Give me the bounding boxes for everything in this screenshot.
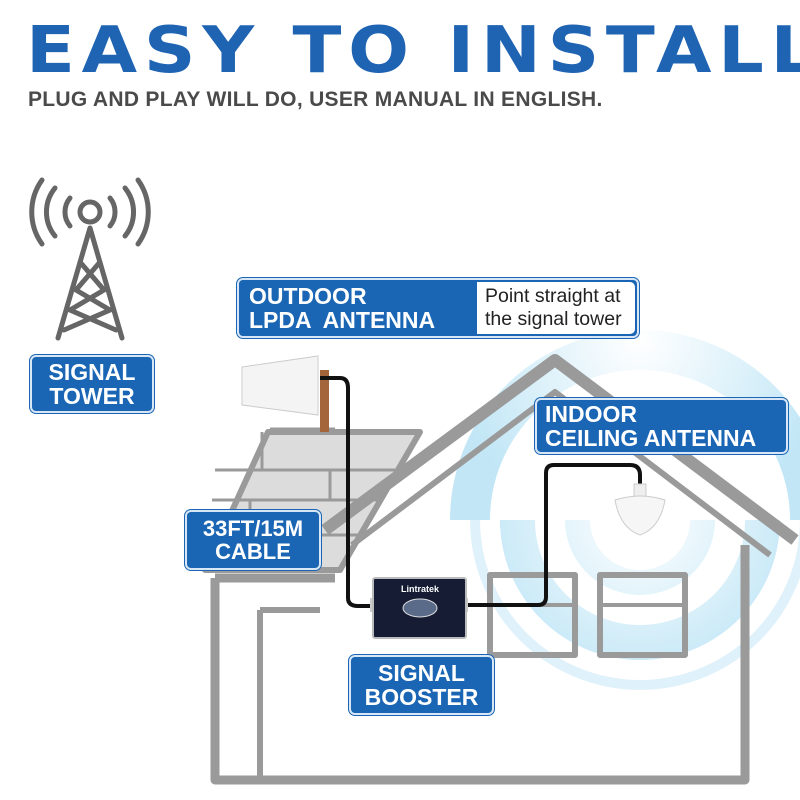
outdoor-antenna-label: OUTDOOR LPDA ANTENNA Point straight at t… <box>237 278 639 338</box>
signal-booster-device: Lintratek <box>370 577 468 639</box>
signal-booster-label: SIGNAL BOOSTER <box>349 655 494 715</box>
lpda-antenna <box>241 355 329 432</box>
label-line: CEILING ANTENNA <box>545 425 757 451</box>
indoor-antenna-label: INDOOR CEILING ANTENNA <box>535 398 788 454</box>
label-line: SIGNAL <box>48 358 136 385</box>
label-line: SIGNAL <box>378 659 465 686</box>
signal-tower-icon <box>29 177 151 341</box>
page-title: EASY TO INSTALL <box>26 14 800 88</box>
label-line: CABLE <box>215 539 291 564</box>
note-line: the signal tower <box>485 308 622 330</box>
label-line: INDOOR <box>545 400 637 427</box>
cable-label: 33FT/15M CABLE <box>185 510 321 570</box>
label-line: TOWER <box>49 383 135 409</box>
ceiling-antenna <box>614 483 666 536</box>
booster-brand-logo: Lintratek <box>401 584 440 594</box>
label-line: OUTDOOR <box>249 282 367 309</box>
label-line: LPDA ANTENNA <box>249 307 436 333</box>
cable <box>466 463 642 607</box>
signal-tower-label: SIGNAL TOWER <box>30 355 154 413</box>
label-line: BOOSTER <box>364 684 479 710</box>
page-subtitle: PLUG AND PLAY WILL DO, USER MANUAL IN EN… <box>28 88 603 111</box>
label-line: 33FT/15M <box>202 515 304 541</box>
cable <box>320 376 374 608</box>
note-line: Point straight at <box>485 284 621 307</box>
